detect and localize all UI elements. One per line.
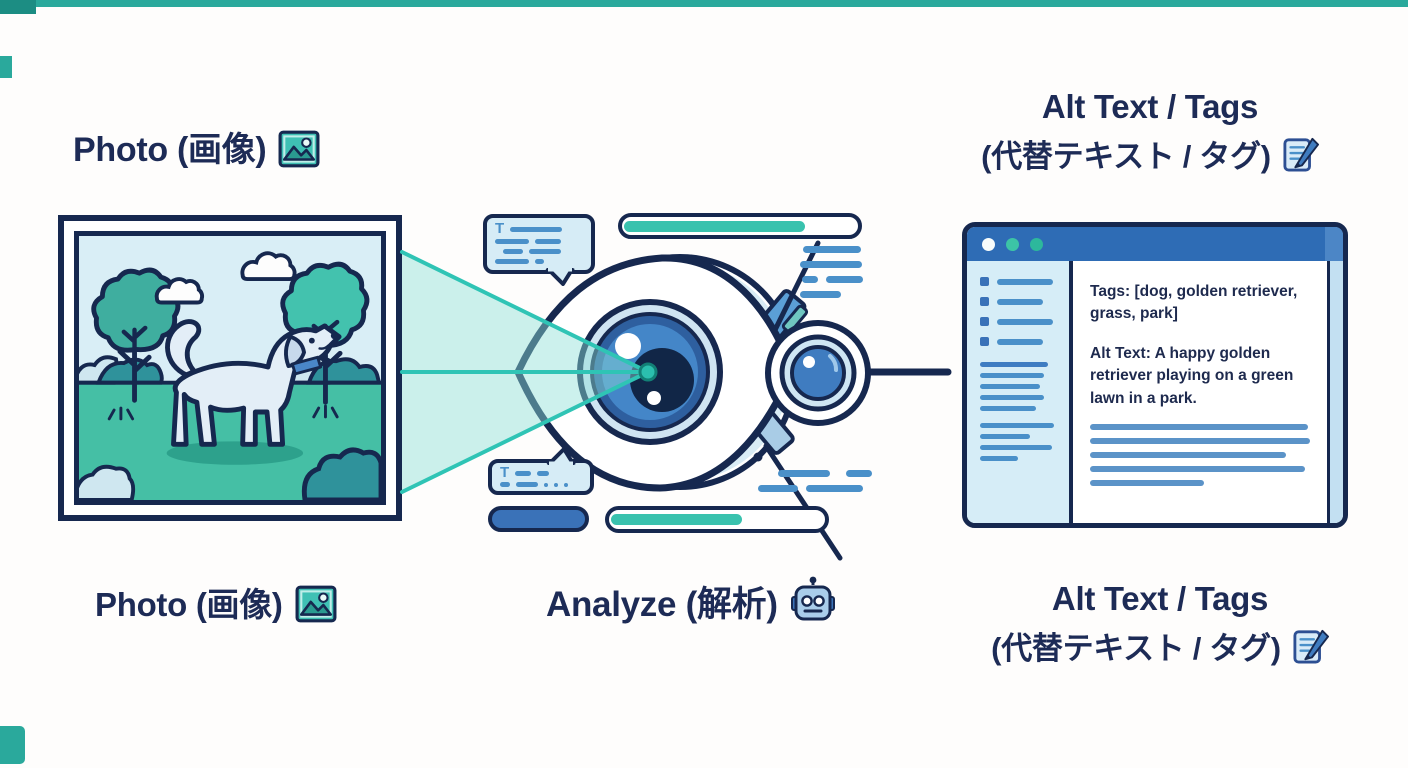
grass-tuft bbox=[312, 404, 339, 419]
photo-frame bbox=[58, 215, 402, 521]
dog bbox=[165, 319, 342, 447]
window-dot-teal bbox=[1030, 237, 1043, 251]
tags-text: Tags: [dog, golden retriever, grass, par… bbox=[1090, 283, 1298, 323]
photo-label-top: Photo (画像) bbox=[73, 122, 320, 177]
progress-bar-bottom bbox=[605, 506, 829, 533]
photo-label-top-text: Photo (画像) bbox=[73, 131, 267, 169]
bubble-t-glyph: T bbox=[495, 220, 505, 237]
eye-ring bbox=[562, 254, 798, 490]
camera-lens bbox=[765, 320, 871, 426]
pupil bbox=[630, 348, 694, 412]
progress-fill bbox=[624, 220, 805, 232]
window-dot-white bbox=[982, 237, 995, 251]
robot-icon bbox=[790, 576, 836, 632]
progress-fill bbox=[611, 514, 743, 525]
top-left-corner-chip bbox=[0, 0, 36, 14]
memo-pencil-icon bbox=[1293, 626, 1329, 674]
cloud bbox=[154, 277, 205, 305]
photo-label-bottom-text: Photo (画像) bbox=[95, 586, 283, 623]
speech-bubble-top: T bbox=[483, 214, 595, 286]
alt-label-bottom-line1: Alt Text / Tags bbox=[1051, 580, 1269, 617]
alt-label-bottom: Alt Text / Tags (代替テキスト / タグ) bbox=[950, 580, 1370, 674]
alt-text: Alt Text: A happy golden retriever playi… bbox=[1090, 344, 1294, 407]
annotation-lines-top bbox=[800, 246, 863, 298]
browser-content: Tags: [dog, golden retriever, grass, par… bbox=[1073, 261, 1327, 523]
window-dot-teal bbox=[1006, 237, 1019, 251]
beam-focus-dot bbox=[638, 362, 658, 382]
bottom-left-edge-mark bbox=[0, 726, 25, 764]
speech-bubble-bottom: T bbox=[488, 447, 594, 495]
picture-icon bbox=[295, 585, 337, 631]
dog-shadow bbox=[166, 441, 304, 465]
alt-label-top-line2: (代替テキスト / タグ) bbox=[940, 131, 1360, 182]
band-segment-bottom bbox=[747, 405, 795, 462]
bush bbox=[301, 447, 381, 500]
memo-pencil-icon bbox=[1283, 134, 1319, 182]
photo-illustration bbox=[74, 231, 386, 505]
alt-label-top-line1: Alt Text / Tags bbox=[1041, 88, 1259, 125]
browser-titlebar bbox=[967, 227, 1343, 261]
analyze-label: Analyze (解析) bbox=[546, 576, 836, 632]
alt-label-bottom-line2: (代替テキスト / タグ) bbox=[950, 623, 1370, 674]
top-edge-strip bbox=[0, 0, 1408, 7]
blue-pill bbox=[488, 506, 589, 532]
callout-line-bottom bbox=[763, 443, 843, 561]
browser-scrollbar bbox=[1327, 261, 1343, 523]
picture-icon bbox=[278, 130, 320, 177]
browser-sidebar bbox=[967, 261, 1073, 523]
progress-bar-top bbox=[618, 213, 862, 239]
iris bbox=[577, 299, 723, 445]
bush bbox=[95, 357, 164, 385]
content-skeleton-lines bbox=[1090, 424, 1313, 487]
scan-beam bbox=[400, 250, 658, 494]
cloud bbox=[240, 251, 297, 281]
analyze-label-text: Analyze (解析) bbox=[546, 585, 778, 624]
browser-window: Tags: [dog, golden retriever, grass, par… bbox=[962, 222, 1348, 528]
photo-label-bottom: Photo (画像) bbox=[95, 578, 337, 631]
bubble-t-glyph: T bbox=[500, 464, 510, 481]
bush bbox=[79, 464, 136, 500]
grass-tuft bbox=[107, 406, 135, 421]
titlebar-corner bbox=[1325, 227, 1343, 261]
alt-label-top: Alt Text / Tags (代替テキスト / タグ) bbox=[940, 88, 1360, 182]
sidebar-list bbox=[980, 362, 1059, 461]
annotation-lines-bottom bbox=[758, 470, 872, 492]
left-edge-mark bbox=[0, 56, 12, 78]
